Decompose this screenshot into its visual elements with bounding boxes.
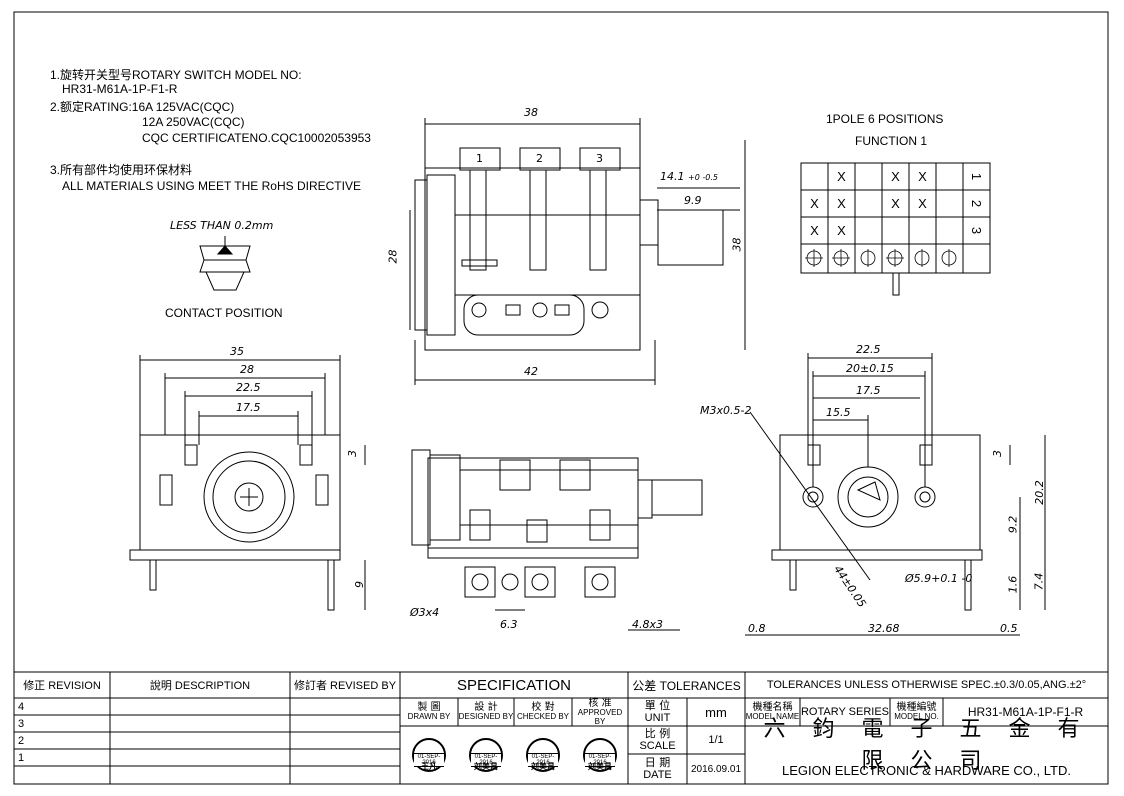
tb-rev-mark-3: 3 [18,717,25,730]
rear-view [745,353,1046,636]
pin-label-3: 3 [596,152,603,165]
tb-revised-by: 修訂者 REVISED BY [293,680,397,692]
tb-rev-mark-1: 1 [18,751,25,764]
function-title-2: FUNCTION 1 [855,134,927,148]
function-title-1: 1POLE 6 POSITIONS [826,112,944,126]
function-cell-mark: X [891,169,900,184]
dim-shaft-b: 9.9 [684,194,702,207]
dim-front-3: 3 [346,450,359,457]
dim-rear-3: 3 [991,450,1004,457]
dim-rear-20: 20±0.15 [846,362,894,375]
dim-rear-20-2: 20.2 [1032,480,1046,505]
dim-front-22-5: 22.5 [236,381,261,394]
dim-rear-0-5: 0.5 [1000,622,1018,635]
dim-rear-0-8: 0.8 [748,622,766,635]
function-cell-mark: X [918,196,927,211]
function-cell-mark: X [810,196,819,211]
side-view [411,449,703,631]
dim-rear-17-5: 17.5 [856,384,881,397]
function-table-grid [800,162,991,296]
function-cell-mark: X [837,196,846,211]
dim-side-pin: Ø3x4 [410,606,440,619]
tb-model-name-value: ROTARY SERIES [800,706,890,718]
function-cell-mark: X [810,223,819,238]
dim-front-35: 35 [230,345,244,358]
note-cert: CQC CERTIFICATENO.CQC10002053953 [142,131,371,145]
dim-top-width: 38 [524,106,538,119]
dim-top-height: 28 [386,249,400,264]
dim-side-6-3: 6.3 [500,618,518,631]
top-view [409,118,746,385]
dim-side-4-8: 4.8x3 [632,618,664,631]
dim-rear-m3: M3x0.5-2 [700,404,752,417]
contact-less-than: LESS THAN 0.2mm [170,219,274,232]
tb-company-en: LEGION ELECTRONIC & HARDWARE CO., LTD. [782,762,1071,778]
note-material-en: ALL MATERIALS USING MEET THE RoHS DIRECT… [62,179,361,193]
tb-model-no-value: HR31-M61A-1P-F1-R [967,705,1084,719]
tb-revision: 修正 REVISION [23,680,101,692]
pin-label-1: 1 [476,152,483,165]
note-model-no: HR31-M61A-1P-F1-R [62,82,178,96]
contact-position-symbol [199,236,251,291]
note-model-line: 1.旋转开关型号ROTARY SWITCH MODEL NO: [50,68,302,82]
dim-rear-22-5: 22.5 [856,343,881,356]
tb-scale-value: 1/1 [708,734,724,746]
dim-shaft-a: 14.1 +0 -0.5 [660,170,718,183]
dim-rear-dia: Ø5.9+0.1 -0 [905,572,973,585]
dim-rear-1-6: 1.6 [1006,575,1020,594]
function-row-number: 3 [969,226,984,235]
dim-rear-7-4: 7.4 [1032,572,1046,591]
drawing-frame [13,11,1109,785]
tb-tolerances: 公差 TOLERANCES [632,678,741,693]
dim-rear-15-5: 15.5 [826,406,851,419]
dim-right-height: 38 [730,237,744,252]
note-rating-line: 2.额定RATING:16A 125VAC(CQC) [50,100,235,114]
contact-caption: CONTACT POSITION [165,306,283,320]
dim-front-9: 9 [353,581,366,588]
function-row-number: 2 [969,199,984,208]
pin-label-2: 2 [536,152,543,165]
function-cell-mark: X [837,169,846,184]
tb-rev-mark-4: 4 [18,700,25,713]
dim-front-17-5: 17.5 [236,401,261,414]
tb-tol-text: TOLERANCES UNLESS OTHERWISE SPEC.±0.3/0.… [766,679,1087,691]
dim-rear-9-2: 9.2 [1006,515,1020,534]
function-row-number: 1 [969,172,984,181]
tb-rev-mark-2: 2 [18,734,25,747]
dim-rear-32-68: 32.68 [868,622,900,635]
title-block-grid [14,672,1108,784]
front-view [129,355,366,611]
tb-unit-value: mm [705,704,727,720]
function-cell-mark: X [891,196,900,211]
dim-front-28: 28 [240,363,254,376]
tb-spec: SPECIFICATION [457,676,571,694]
tb-description: 說明 DESCRIPTION [149,680,251,692]
function-cell-mark: X [918,169,927,184]
note-rating-2: 12A 250VAC(CQC) [142,115,245,129]
note-material-cn: 3.所有部件均使用环保材料 [50,163,193,177]
dim-bottom-width: 42 [524,365,538,378]
tb-company-cn: 六 鈞 電 子 五 金 有 限 公 司 [763,717,1090,774]
function-cell-mark: X [837,223,846,238]
tb-date-value: 2016.09.01 [690,763,742,775]
